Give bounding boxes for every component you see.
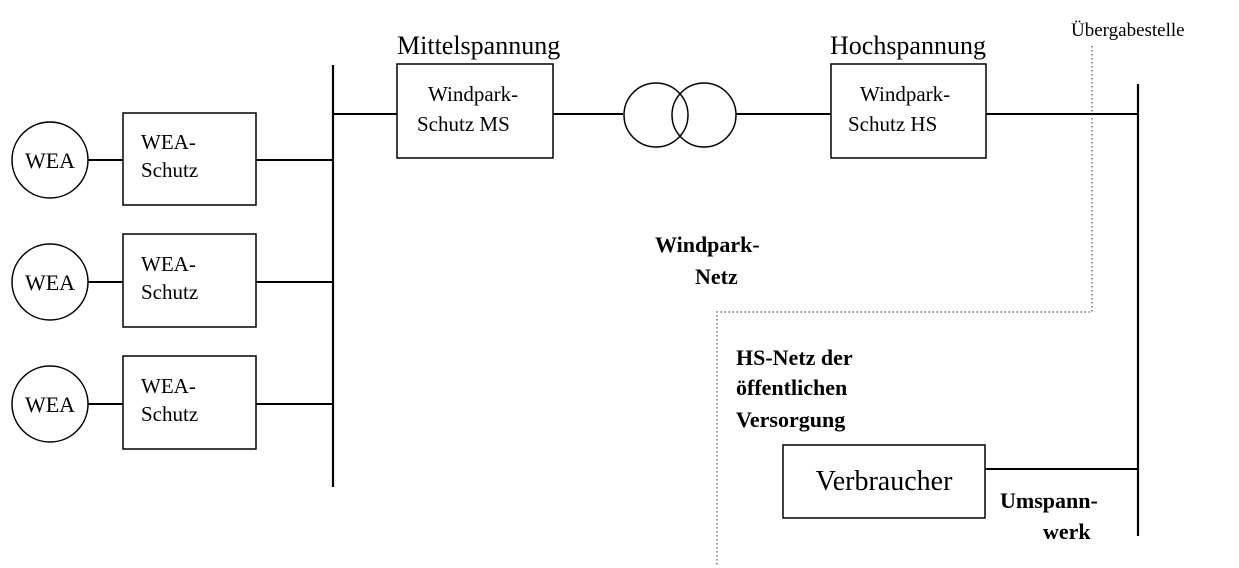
high-voltage-title: Hochspannung (830, 31, 986, 60)
windpark-protection-hs-label-a: Windpark- (860, 82, 950, 106)
windpark-protection-ms-box (396, 63, 554, 159)
wea-protection-box-3 (122, 355, 257, 450)
public-net-label-b: öffentlichen (736, 375, 847, 400)
windpark-net-label-b: Netz (695, 264, 738, 289)
transfer-point-boundary (716, 46, 1093, 566)
consumer-box (782, 444, 986, 519)
public-net-label-c: Versorgung (736, 407, 845, 432)
wea-protection-label-2a: WEA- (141, 252, 196, 276)
medium-voltage-title: Mittelspannung (397, 31, 560, 60)
transformer-winding-primary (623, 82, 689, 148)
transfer-point-title: Übergabestelle (1071, 20, 1185, 41)
consumer-label: Verbraucher (816, 466, 953, 497)
turbine-branch-1: WEA WEA- Schutz (11, 112, 333, 206)
transformer-symbol (623, 82, 737, 148)
turbine-branch-2: WEA WEA- Schutz (11, 233, 333, 328)
wea-generator-label-2: WEA (25, 270, 75, 295)
substation-label-a: Umspann- (1000, 488, 1098, 513)
wea-protection-box-1 (122, 112, 257, 206)
wea-generator-label-1: WEA (25, 148, 75, 173)
windpark-protection-hs-label-b: Schutz HS (848, 112, 937, 136)
substation-label-b: werk (1043, 519, 1091, 544)
wea-generator-label-3: WEA (25, 392, 75, 417)
wea-protection-label-2b: Schutz (141, 280, 198, 304)
transformer-winding-secondary (671, 82, 737, 148)
windpark-net-label-a: Windpark- (655, 232, 760, 257)
wea-protection-box-2 (122, 233, 257, 328)
turbine-branch-3: WEA WEA- Schutz (11, 355, 333, 450)
wea-protection-label-1a: WEA- (141, 130, 196, 154)
windpark-protection-ms-label-b: Schutz MS (417, 112, 510, 136)
wea-protection-label-3a: WEA- (141, 374, 196, 398)
wea-protection-label-1b: Schutz (141, 158, 198, 182)
windpark-protection-hs-box (830, 63, 987, 159)
windpark-protection-ms-label-a: Windpark- (428, 82, 518, 106)
public-net-label-a: HS-Netz der (736, 345, 853, 370)
wea-protection-label-3b: Schutz (141, 402, 198, 426)
